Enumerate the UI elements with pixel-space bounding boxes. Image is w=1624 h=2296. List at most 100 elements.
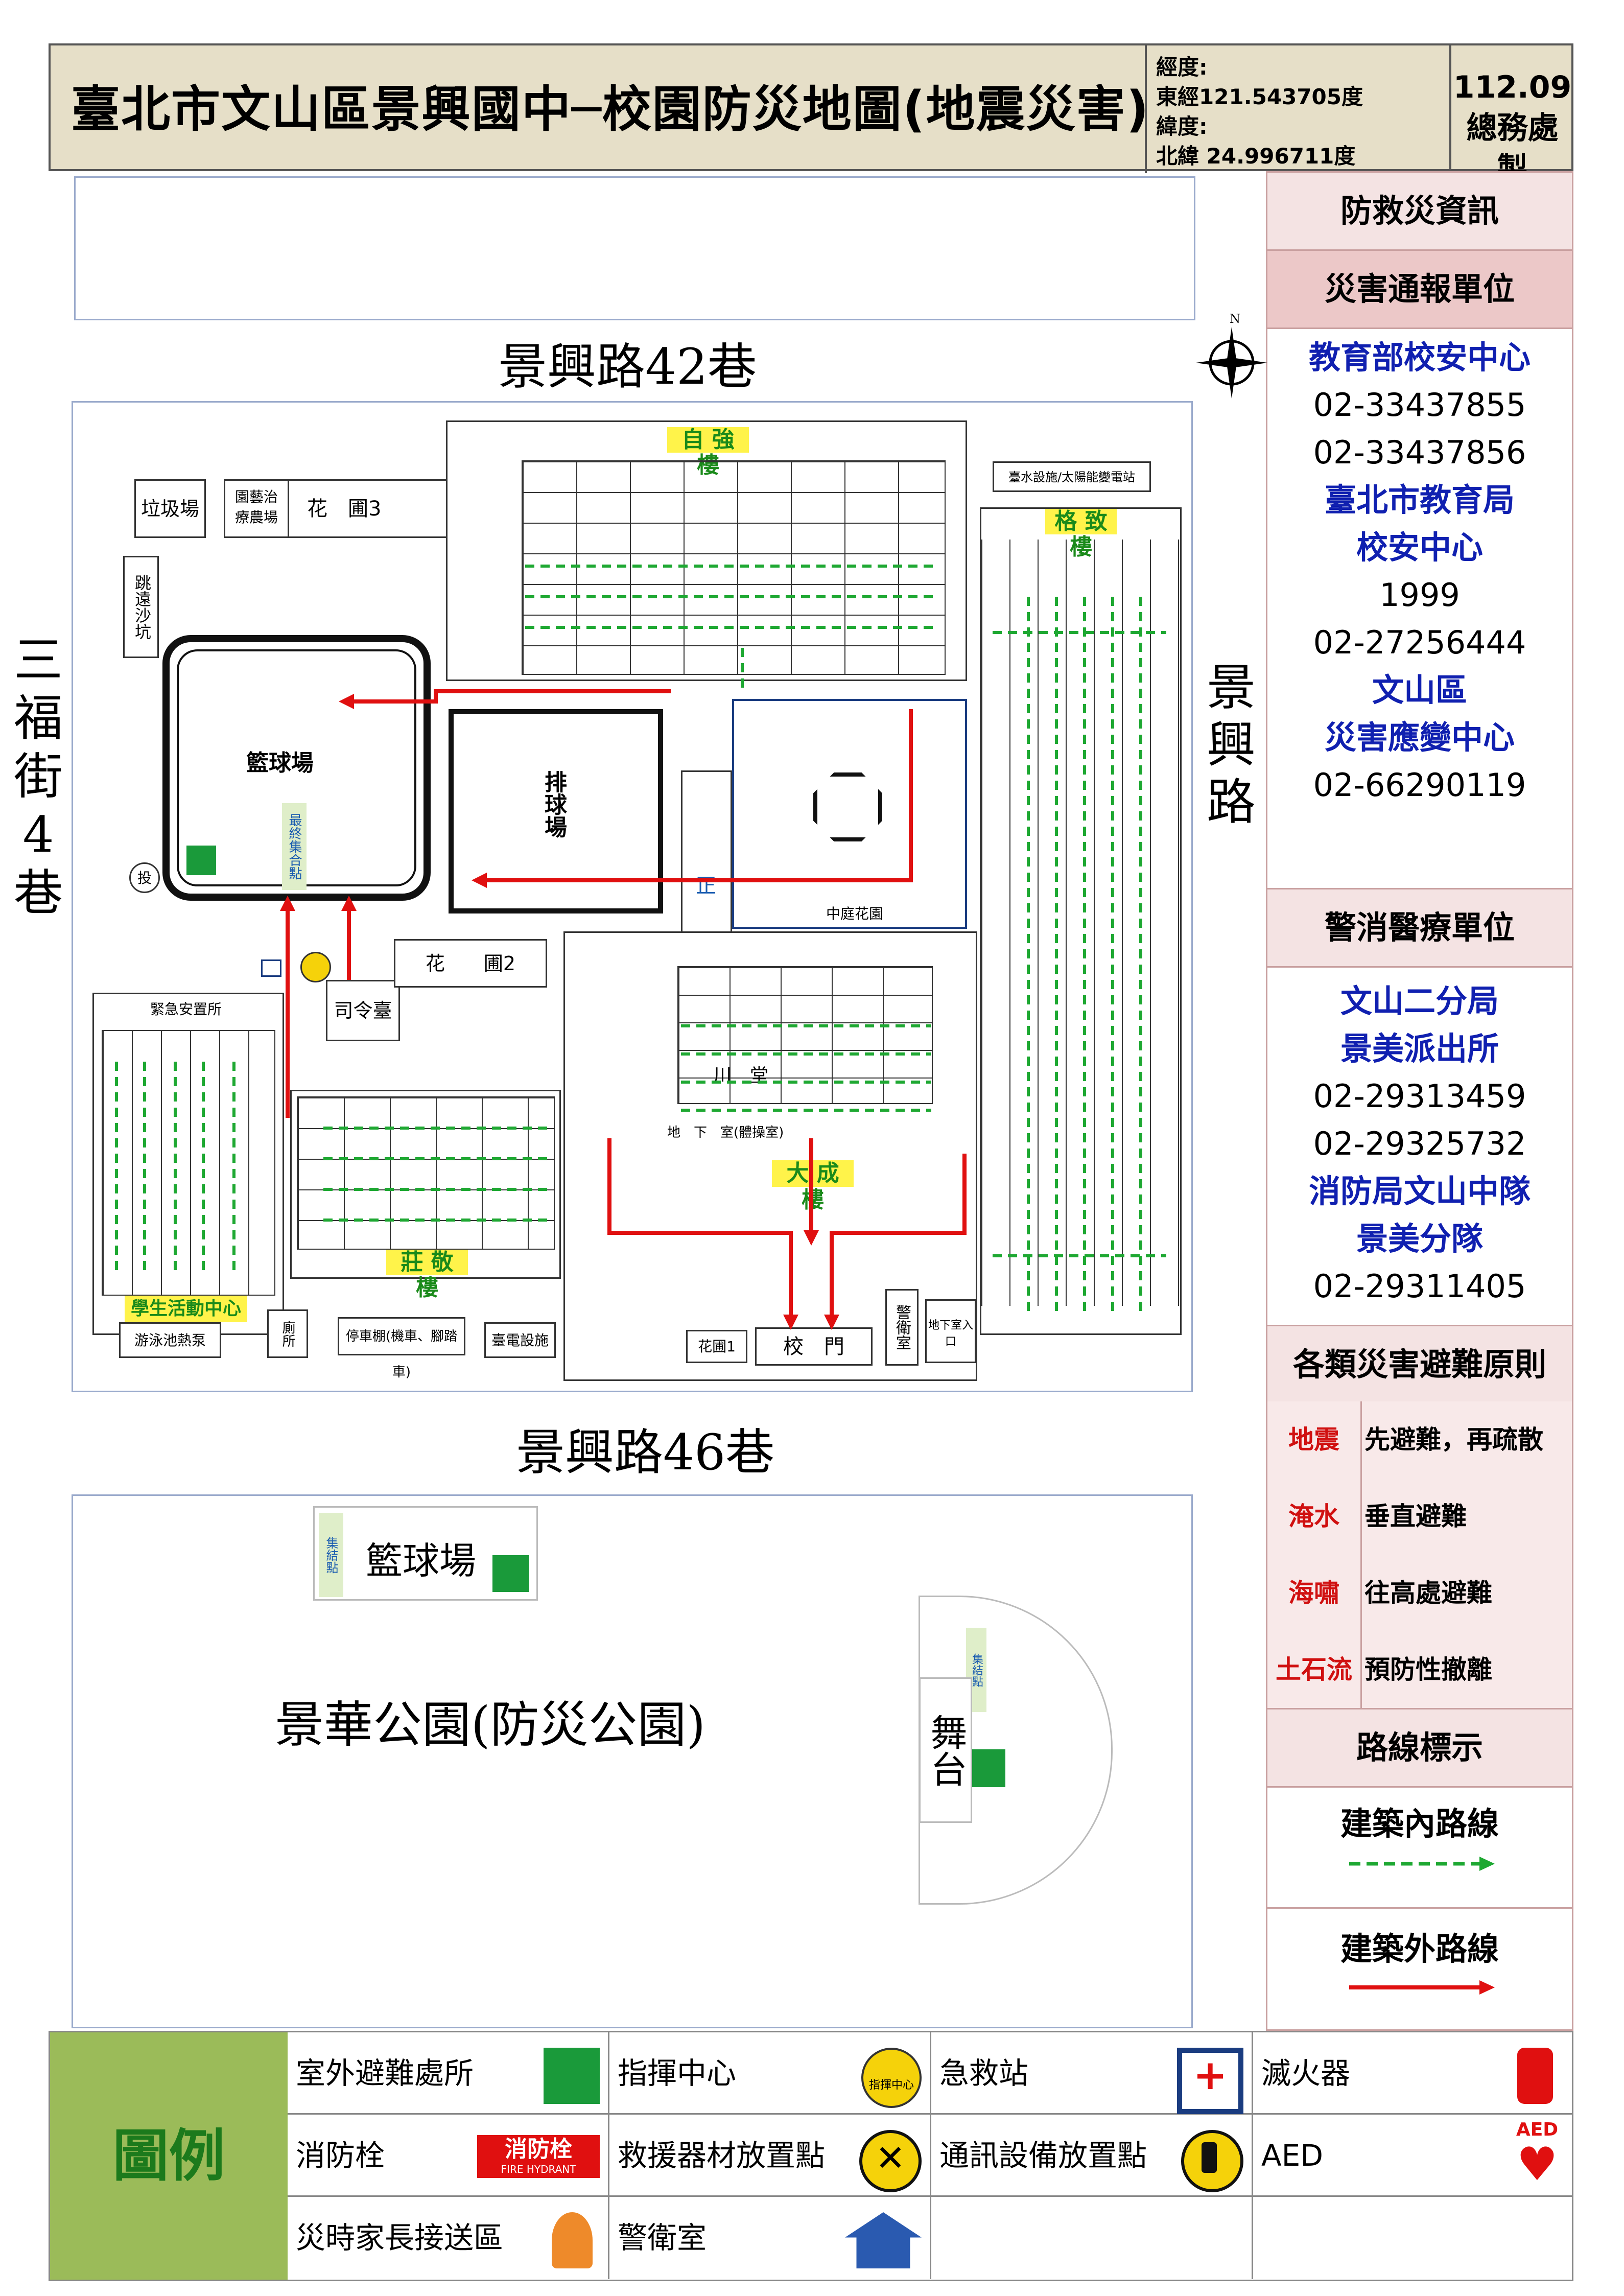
compass-icon: N <box>1196 312 1267 399</box>
hydrant-subtext: FIRE HYDRANT <box>501 2163 576 2175</box>
coord-line: 經度: <box>1156 55 1208 80</box>
legend-item: 滅火器 <box>1253 2032 1573 2115</box>
police-line: 景美派出所 <box>1340 1030 1499 1067</box>
legend-label: AED <box>1261 2138 1323 2173</box>
fire-hydrant-icon: 消防栓 FIRE HYDRANT <box>477 2135 600 2178</box>
first-aid-icon <box>261 959 281 977</box>
aed-icon: AED ♥ <box>1509 2120 1565 2191</box>
route-inside-label: 建築內路線 <box>1340 1805 1499 1842</box>
command-center-icon: 指揮中心 <box>861 2048 922 2108</box>
police-title: 警消醫療單位 <box>1267 888 1572 968</box>
coord-line: 緯度: <box>1156 114 1208 139</box>
street-west: 三福街4巷 <box>14 631 63 922</box>
ziqiang-building: 自 強 樓 <box>446 420 967 681</box>
volleyball-label: 排球場 <box>540 770 567 838</box>
route-dacheng-gate-right <box>830 1154 967 1315</box>
coord-line: 東經121.543705度 <box>1156 84 1363 109</box>
legend-label: 滅火器 <box>1261 2056 1351 2091</box>
courtyard-garden: 中庭花園 <box>732 699 967 929</box>
podium: 司令臺 <box>326 980 400 1041</box>
garden3-label: 花 圃3 <box>307 497 382 521</box>
svg-text:N: N <box>1230 312 1240 326</box>
trash-area: 垃圾場 <box>134 479 206 538</box>
park-basketball-label: 籃球場 <box>366 1539 477 1582</box>
legend-item: 室外避難處所 <box>288 2032 609 2115</box>
garden-shed-label: 園藝治療農場 <box>234 488 278 526</box>
legend-label: 災時家長接送區 <box>296 2220 504 2255</box>
report-line: 文山區 <box>1372 671 1467 709</box>
power-facility: 臺電設施 <box>484 1322 556 1358</box>
principle-row: 淹水垂直避難 <box>1267 1478 1572 1556</box>
inside-route-sample <box>1349 1857 1495 1871</box>
route-title: 路線標示 <box>1267 1708 1572 1788</box>
evacuation-routes <box>115 565 1166 1330</box>
solar-station: 臺水設施/太陽能變電站 <box>993 461 1151 492</box>
dacheng-classrooms <box>677 966 933 1104</box>
police-line: 文山二分局 <box>1340 982 1499 1020</box>
principle-action: 往高處避難 <box>1364 1578 1492 1608</box>
legend-label: 急救站 <box>939 2056 1029 2091</box>
report-line: 1999 <box>1379 576 1460 614</box>
basketball-label: 籃球場 <box>246 750 314 776</box>
date-block: 112.09 總務處製 <box>1451 45 1573 187</box>
zhuangjing-label: 莊 敬 樓 <box>386 1250 468 1301</box>
aed-text: AED <box>1516 2119 1559 2140</box>
legend-label: 消防栓 <box>296 2138 385 2173</box>
stage-label: 舞台 <box>919 1677 972 1823</box>
first-aid-icon: + <box>1177 2048 1243 2114</box>
report-line: 校安中心 <box>1356 529 1483 566</box>
police-line: 02-29325732 <box>1313 1125 1526 1162</box>
legend-empty <box>1253 2197 1573 2279</box>
jinghua-park: 集結點 籃球場 景華公園(防災公園) 集結點 舞台 <box>72 1494 1193 2028</box>
exit-run-icon <box>185 844 218 877</box>
legend-empty <box>931 2197 1253 2279</box>
activity-center-columns <box>102 1030 275 1296</box>
gezhi-building: 格 致 樓 <box>980 507 1182 1335</box>
legend-label: 警衛室 <box>618 2220 707 2255</box>
park-basketball: 集結點 籃球場 <box>313 1506 538 1601</box>
zheng-label: 正 <box>696 874 716 898</box>
park-assembly-label: 集結點 <box>319 1513 343 1597</box>
gezhi-label: 格 致 樓 <box>1045 509 1117 560</box>
principle-row: 土石流預防性撤離 <box>1267 1631 1572 1709</box>
toilet: 廁所 <box>267 1309 308 1358</box>
garden2: 花 圃2 <box>394 939 547 988</box>
upper-blank-area <box>74 176 1195 320</box>
legend-item: 急救站 + <box>931 2032 1253 2115</box>
rescue-tools-icon: ✕ <box>859 2130 922 2192</box>
emergency-shelter-label: 緊急安置所 <box>150 1001 222 1018</box>
legend-item: 指揮中心 指揮中心 <box>609 2032 931 2115</box>
principle-action: 垂直避難 <box>1364 1502 1467 1531</box>
legend-item: 消防栓 消防栓 FIRE HYDRANT <box>288 2115 609 2197</box>
legend-item: 警衛室 <box>609 2197 931 2279</box>
courtyard-octagon <box>813 772 882 841</box>
legend-item: 災時家長接送區 <box>288 2197 609 2279</box>
legend-label: 通訊設備放置點 <box>939 2138 1147 2173</box>
command-center-icon <box>300 952 331 982</box>
basement-label: 地 下 室(體操室) <box>667 1125 784 1140</box>
guard-house-icon <box>845 2212 922 2268</box>
campus-map: 垃圾場 園藝治療農場 花 圃3 跳遠沙坑 籃球場 最終集合點 投 排球場 正 樓… <box>72 401 1193 1392</box>
activity-center-building: 緊急安置所 學生活動中心 <box>92 993 284 1335</box>
gezhi-columns <box>981 540 1180 1306</box>
report-line: 臺北市教育局 <box>1324 481 1515 519</box>
principle-row: 海嘯往高處避難 <box>1267 1555 1572 1633</box>
pitch-circle: 投 <box>129 862 160 893</box>
legend-label: 指揮中心 <box>618 2056 737 2091</box>
coord-line: 北緯 24.996711度 <box>1156 144 1356 169</box>
outside-route-sample <box>1349 1980 1495 1995</box>
street-south: 景興路46巷 <box>516 1424 775 1481</box>
maker-text: 總務處製 <box>1466 110 1559 187</box>
date-text: 112.09 <box>1453 69 1572 105</box>
guard-room: 警衛室 <box>885 1289 919 1366</box>
page-title: 臺北市文山區景興國中─校園防災地圖(地震災害) <box>71 81 1150 138</box>
principle-action: 先避難，再疏散 <box>1364 1425 1543 1455</box>
legend-item: 救援器材放置點 ✕ <box>609 2115 931 2197</box>
exit-run-icon <box>544 2048 600 2104</box>
police-line: 景美分隊 <box>1356 1220 1483 1257</box>
report-line: 02-33437855 <box>1313 386 1526 424</box>
garden1: 花圃1 <box>686 1330 747 1363</box>
route-north-west <box>354 689 671 704</box>
report-line: 教育部校安中心 <box>1308 339 1531 376</box>
